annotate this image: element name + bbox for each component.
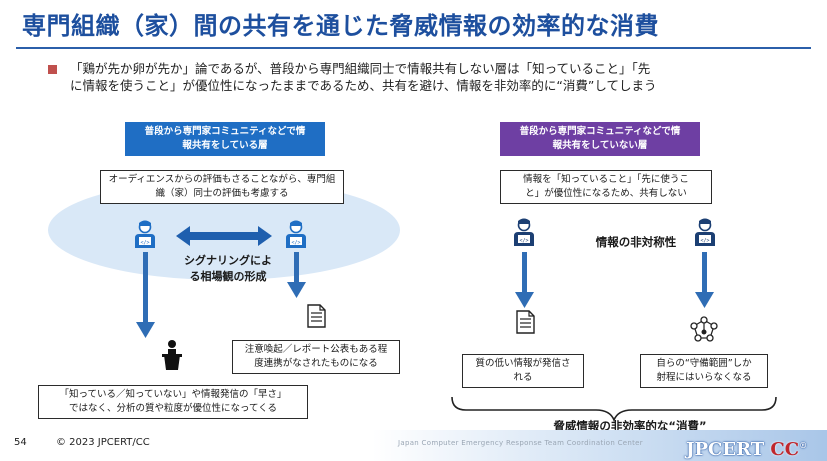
right-right-note-line-1: 自らの“守備範囲”しか (656, 358, 752, 369)
left-header-line-1: 普段から専門家コミュニティなどで情 (144, 126, 306, 137)
inefficient-consumption-label: 脅威情報の非効率的な“消費” (553, 419, 707, 433)
signaling-line-2: る相場観の形成 (189, 270, 267, 283)
analyst-isolated-left-icon (513, 217, 535, 247)
signaling-line-1: シグナリングによ (184, 254, 272, 267)
slide-title: 専門組織（家）間の共有を通じた脅威情報の効率的な消費 (22, 12, 659, 40)
right-left-note-line-1: 質の低い情報が発信さ (475, 358, 571, 369)
logo-registered-mark: ® (799, 440, 808, 450)
bullet-square-icon (48, 65, 57, 74)
left-right-note-line-1: 注意喚起／レポート公表もある程 (244, 344, 388, 355)
signaling-label: シグナリングによ る相場観の形成 (163, 253, 293, 285)
copyright-text: © 2023 JPCERT/CC (56, 437, 150, 448)
logo-cc-text: CC (770, 439, 800, 460)
analyst-right-icon (285, 219, 307, 249)
asymmetry-label: 情報の非対称性 (595, 235, 677, 249)
left-header-box: 普段から専門家コミュニティなどで情 報共有をしている層 (125, 122, 325, 156)
down-arrow-left-icon (136, 252, 155, 338)
right-right-note: 自らの“守備範囲”しか 射程にはいらなくなる (640, 354, 768, 388)
jpcert-logo: JPCERT CC® (686, 432, 808, 460)
right-header-line-2: 報共有をしていない層 (552, 140, 648, 151)
right-right-note-line-2: 射程にはいらなくなる (656, 372, 752, 383)
left-right-note: 注意喚起／レポート公表もある程 度連携がなされたものになる (232, 340, 400, 374)
right-left-note-line-2: れる (513, 372, 533, 383)
right-header-line-1: 普段から専門家コミュニティなどで情 (519, 126, 681, 137)
left-bottom-note: 「知っている／知っていない」や情報発信の「早さ」 ではなく、分析の質や粒度が優位… (38, 385, 308, 419)
report-document-icon (307, 304, 326, 328)
left-right-note-line-2: 度連携がなされたものになる (254, 358, 378, 369)
left-header-line-2: 報共有をしている層 (182, 140, 268, 151)
right-top-note-line-1: 情報を「知っていること」「先に使うこ (523, 174, 689, 185)
left-top-note: オーディエンスからの評価もさることながら、専門組 織（家）同士の評価も考慮する (100, 170, 344, 204)
low-quality-document-icon (516, 310, 535, 334)
bottom-bracket (451, 396, 777, 423)
organization-name: Japan Computer Emergency Response Team C… (398, 439, 643, 447)
analyst-left-icon (134, 219, 156, 249)
right-header-box: 普段から専門家コミュニティなどで情 報共有をしていない層 (500, 122, 700, 156)
down-arrow-isolated-right-icon (695, 252, 714, 308)
left-top-note-line-1: オーディエンスからの評価もさることながら、専門組 (108, 174, 336, 185)
footer-bar (0, 430, 827, 461)
right-left-note: 質の低い情報が発信さ れる (462, 354, 584, 388)
page-number: 54 (14, 437, 27, 448)
podium-speaker-icon (162, 340, 182, 370)
down-arrow-right-icon (287, 252, 306, 298)
bidirectional-arrow-icon (176, 226, 272, 246)
lead-line-1: 「鶏が先か卵が先か」論であるが、普段から専門組織同士で情報共有しない層は「知って… (70, 61, 651, 76)
lead-text: 「鶏が先か卵が先か」論であるが、普段から専門組織同士で情報共有しない層は「知って… (70, 60, 810, 94)
network-nodes-icon (690, 316, 718, 342)
right-top-note: 情報を「知っていること」「先に使うこ と」が優位性になるため、共有しない (500, 170, 712, 204)
left-top-note-line-2: 織（家）同士の評価も考慮する (155, 188, 289, 199)
logo-main-text: JPCERT (686, 439, 765, 460)
right-top-note-line-2: と」が優位性になるため、共有しない (525, 188, 687, 199)
title-divider (16, 47, 811, 49)
left-bottom-note-line-2: ではなく、分析の質や粒度が優位性になってくる (68, 403, 278, 414)
left-bottom-note-line-1: 「知っている／知っていない」や情報発信の「早さ」 (59, 389, 287, 400)
lead-line-2: に情報を使うこと」が優位性になったままであるため、共有を避け、情報を非効率的に“… (70, 78, 657, 93)
down-arrow-isolated-left-icon (515, 252, 534, 308)
